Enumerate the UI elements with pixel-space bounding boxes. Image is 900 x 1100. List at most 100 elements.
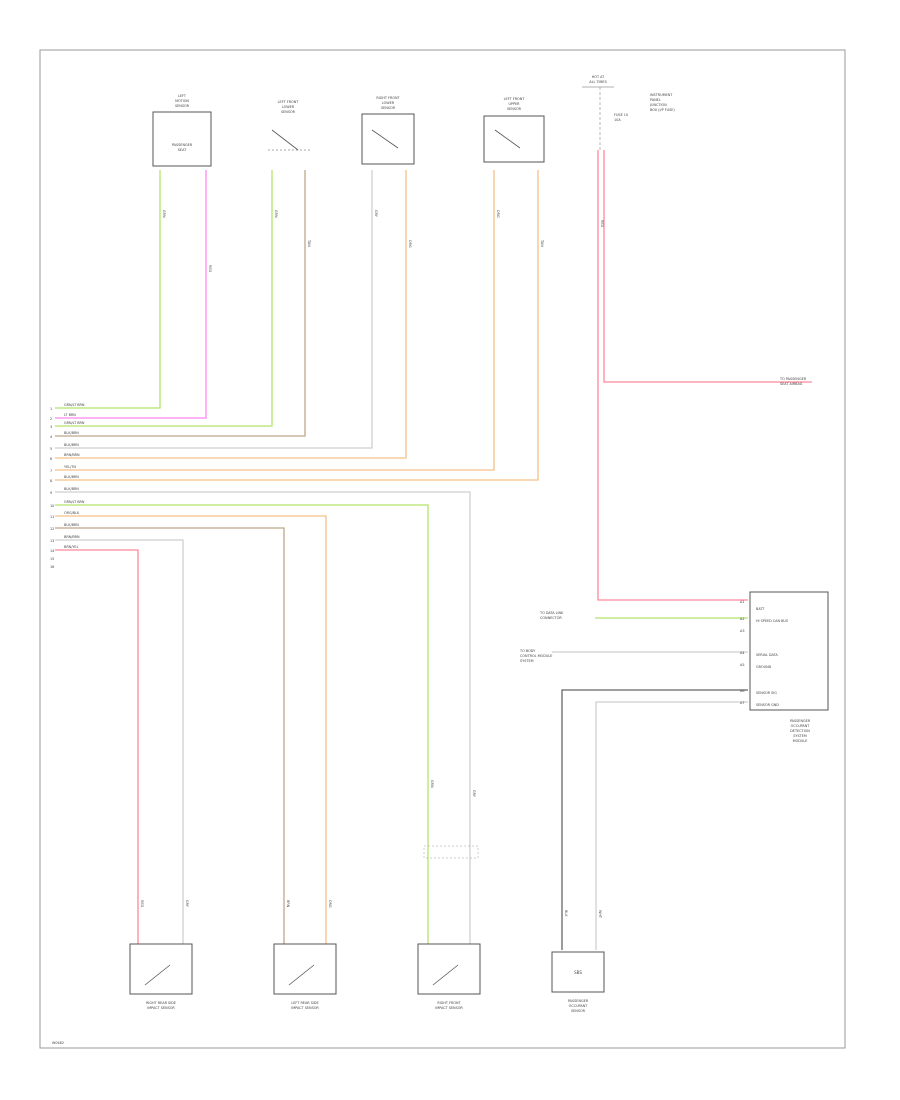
wire-grey-4: [595, 701, 748, 950]
pos-sensor-label-3: SENSOR: [571, 1009, 586, 1013]
module-pin: A3: [740, 629, 744, 633]
fuse-panel-line-2: PANEL: [650, 98, 661, 102]
wire-tags: GRN RED GRN TAN GRY ORG ORG TAN RED GRN …: [140, 210, 604, 919]
pin-1: 1: [50, 407, 52, 411]
module-title-1: PASSENGER: [790, 719, 811, 723]
wire-tan-1: [55, 170, 306, 437]
pin-10: 10: [50, 504, 54, 508]
wire-label: BLK/BRN: [64, 475, 79, 479]
pos-sensor-label-1: PASSENGER: [568, 999, 589, 1003]
module-pin: A7: [740, 701, 744, 705]
harness-wire-labels: GRN/LT BRN LT BRN GRN/LT BRN BLK/BRN BLK…: [64, 403, 85, 549]
side-note-bcm-3: SYSTEM: [520, 659, 534, 663]
left-motion-sensor-label-3: SENSOR: [175, 104, 190, 108]
rr-sensor-box: [129, 943, 193, 995]
lr-sensor-box: [273, 943, 337, 995]
wire-tag: RED: [600, 220, 604, 227]
wire-label: GRN/LT BRN: [64, 403, 85, 407]
pin-5: 5: [50, 447, 52, 451]
fuse-panel-line-1: INSTRUMENT: [650, 93, 673, 97]
fuse-panel-label-2: ALL TIMES: [589, 80, 606, 84]
module-title-4: SYSTEM: [793, 734, 807, 738]
twisted-pair-shield: [423, 845, 479, 859]
wire-label: BRN/BRN: [64, 453, 80, 457]
fuse-label-1: FUSE 10: [614, 113, 628, 117]
wire-tag: RED: [208, 265, 212, 272]
module-label: SENSOR SIG: [756, 691, 777, 695]
pin-16: 16: [50, 565, 54, 569]
pin-14: 14: [50, 549, 54, 553]
module-label: GROUND: [756, 665, 772, 669]
fuse-panel-line-4: BOX (I/P FUSE): [650, 108, 675, 112]
module-label: BATT: [756, 607, 765, 611]
side-note-offpage-1: TO PASSENGER: [779, 377, 807, 381]
side-note-datalink-1: TO DATA LINK: [539, 611, 564, 615]
switch-blade-icon: [432, 964, 459, 986]
wire-tag: GRY: [185, 900, 189, 908]
rf-sensor-label-2: IMPACT SENSOR: [435, 1006, 463, 1010]
wire-black-1: [561, 689, 748, 950]
side-note-bcm-1: TO BODY: [519, 649, 536, 653]
wire-tag: ORG: [328, 900, 332, 908]
fuse-panel: HOT AT ALL TIMES FUSE 10 10A INSTRUMENT …: [582, 75, 675, 150]
wire-green-1: [55, 170, 161, 409]
pin-9: 9: [50, 491, 52, 495]
wire-orange-2: [55, 170, 495, 471]
wire-label: BRN/YEL: [64, 545, 79, 549]
wire-label: BRN/BRN: [64, 535, 80, 539]
module-pin: A2: [740, 617, 744, 621]
pin-3: 3: [50, 425, 52, 429]
fuse-label-2: 10A: [614, 118, 621, 122]
left-front-lower-sensor-label-2: LOWER: [282, 105, 295, 109]
wire-label: GRN/LT BRN: [64, 500, 85, 504]
pos-sensor-label-2: OCCUPANT: [569, 1004, 589, 1008]
right-front-impact-sensor: RIGHT FRONT IMPACT SENSOR: [417, 943, 481, 1010]
left-front-lower-sensor-label-3: SENSOR: [281, 110, 296, 114]
side-note-datalink-2: CONNECTOR: [540, 616, 562, 620]
wire-label: BLK/BRN: [64, 487, 79, 491]
switch-blade-icon: [144, 964, 171, 986]
wire-label: BLK/BRN: [64, 523, 79, 527]
left-front-lower-sensor-label-1: LEFT FRONT: [278, 100, 300, 104]
wire-label: YEL/TN: [64, 465, 76, 469]
wire-orange-4: [55, 515, 327, 950]
module-pin: A4: [740, 651, 744, 655]
pin-4: 4: [50, 435, 52, 439]
lr-sensor-label-1: LEFT REAR SIDE: [291, 1001, 318, 1005]
harness-connector: 1 2 3 4 5 6 7 8 9 10 11 12 13 14 15 16: [50, 407, 54, 569]
wire-red-feed: [597, 150, 748, 601]
right-front-lower-sensor-label-2: LOWER: [382, 101, 395, 105]
switch-blade-icon: [494, 129, 521, 149]
top-wire-runs: [55, 150, 812, 601]
left-motion-sensor-inner-2: SEAT: [178, 148, 187, 152]
pin-7: 7: [50, 469, 52, 473]
wire-orange-3: [55, 170, 539, 481]
left-motion-sensor-label-2: MOTION: [175, 99, 189, 103]
left-motion-sensor-label-1: LEFT: [178, 94, 187, 98]
switch-blade-icon: [371, 129, 399, 149]
left-motion-sensor: LEFT MOTION SENSOR PASSENGER SEAT: [152, 94, 212, 167]
wire-grey-1: [55, 170, 373, 449]
module-label: SERIAL DATA: [756, 653, 778, 657]
pin-11: 11: [50, 515, 54, 519]
wire-label: LT BRN: [64, 413, 76, 417]
left-front-lower-sensor: LEFT FRONT LOWER SENSOR: [268, 100, 310, 151]
right-front-lower-sensor: RIGHT FRONT LOWER SENSOR: [361, 96, 415, 165]
module-box: [749, 591, 829, 711]
pos-sensor-box: [551, 951, 605, 993]
module-label: HI SPEED CAN BUS: [756, 619, 788, 623]
module-label: SENSOR GND: [756, 703, 779, 707]
wire-tag: RED: [140, 900, 144, 907]
right-front-lower-sensor-box: [361, 113, 415, 165]
side-note-bcm-2: CONTROL MODULE: [520, 654, 552, 658]
right-front-lower-sensor-label-1: RIGHT FRONT: [376, 96, 400, 100]
fuse-panel-label-1: HOT AT: [592, 75, 605, 79]
pin-13: 13: [50, 539, 54, 543]
left-front-upper-sensor-box: [483, 115, 545, 163]
occupant-detection-module: A1 A2 A3 A4 A5 A6 A7 BATT HI SPEED CAN B…: [740, 591, 829, 743]
wire-orange-1: [55, 170, 407, 459]
fuse-panel-line-3: JUNCTION: [649, 103, 667, 107]
wire-tag: GRN: [274, 210, 278, 218]
pin-2: 2: [50, 417, 52, 421]
